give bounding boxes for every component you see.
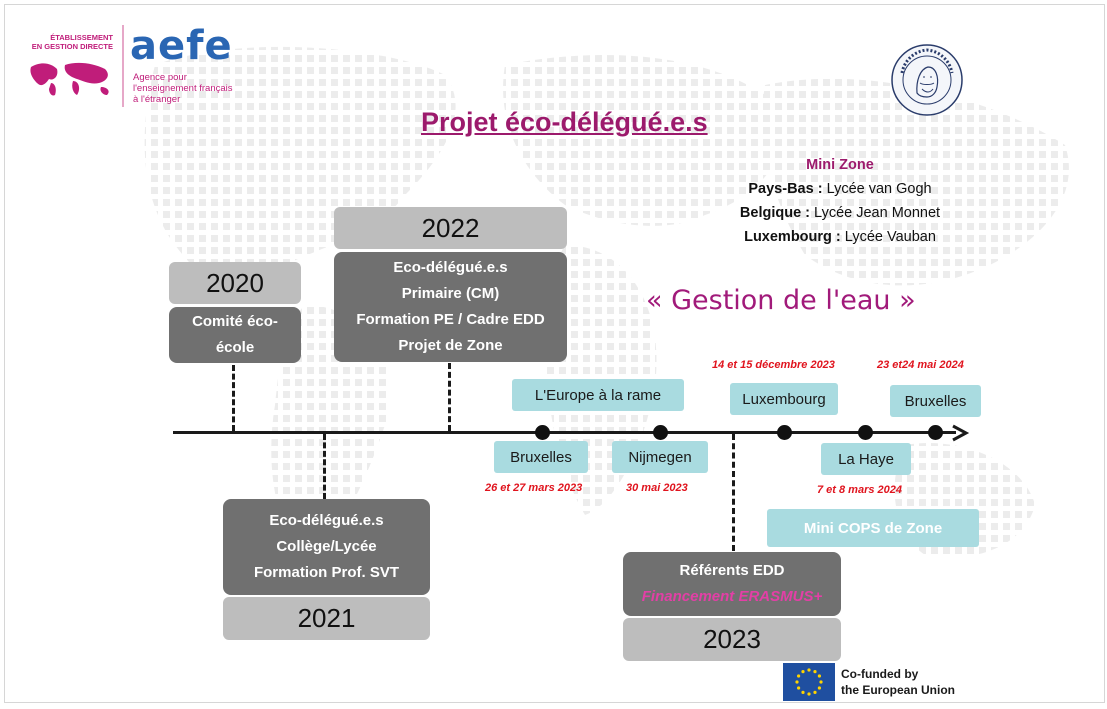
europe-a-la-rame-label: L'Europe à la rame [512, 379, 684, 411]
date-nijmegen: 30 mai 2023 [626, 482, 688, 494]
event-luxembourg: Luxembourg [730, 383, 838, 415]
timeline-axis [173, 431, 956, 434]
mini-zone-block: Mini Zone Pays-Bas : Lycée van Gogh Belg… [710, 153, 970, 249]
connector-2020 [232, 365, 235, 431]
connector-2023 [732, 434, 735, 551]
year-2020: 2020 [169, 262, 301, 304]
etab-line-2: EN GESTION DIRECTE [31, 42, 113, 51]
slide: ÉTABLISSEMENT EN GESTION DIRECTE aefe Ag… [4, 4, 1105, 703]
milestone-2022-line-1: Eco-délégué.e.s [393, 259, 508, 276]
event-la-haye: La Haye [821, 443, 911, 475]
dot-bruxelles-2023 [535, 425, 550, 440]
aefe-sub-line-3: à l'étranger [133, 94, 181, 105]
date-luxembourg: 14 et 15 décembre 2023 [712, 359, 835, 371]
milestone-2023-line-2: Financement ERASMUS+ [641, 588, 823, 605]
connector-2022 [448, 363, 451, 431]
milestone-2021: Eco-délégué.e.s Collège/Lycée Formation … [223, 499, 430, 595]
aefe-subtitle: Agence pour l'enseignement français à l'… [133, 72, 233, 105]
milestone-2023-line-1: Référents EDD [679, 562, 785, 579]
dot-la-haye [858, 425, 873, 440]
milestone-2023: Référents EDD Financement ERASMUS+ [623, 552, 841, 616]
dot-nijmegen [653, 425, 668, 440]
date-bruxelles-2023: 26 et 27 mars 2023 [485, 482, 583, 494]
dot-bruxelles-2024 [928, 425, 943, 440]
milestone-2022: Eco-délégué.e.s Primaire (CM) Formation … [334, 252, 567, 362]
mini-zone-line-1: Pays-Bas : Lycée van Gogh [748, 181, 932, 197]
mini-zone-heading: Mini Zone [806, 157, 874, 173]
milestone-2022-line-4: Projet de Zone [398, 337, 503, 354]
world-map-logo-icon [30, 62, 109, 96]
eu-flag-icon [783, 663, 835, 701]
date-bruxelles-2024: 23 et24 mai 2024 [877, 359, 964, 371]
eu-line-2: the European Union [841, 683, 955, 697]
etab-line-1: ÉTABLISSEMENT [50, 33, 113, 42]
milestone-2021-line-3: Formation Prof. SVT [253, 564, 399, 581]
eu-cofunded-text: Co-funded by the European Union [841, 666, 955, 698]
milestone-2021-line-2: Collège/Lycée [276, 538, 377, 555]
connector-2021 [323, 434, 326, 499]
year-2022: 2022 [334, 207, 567, 249]
milestone-2020-line-2: école [215, 339, 255, 356]
milestone-2022-line-3: Formation PE / Cadre EDD [356, 311, 545, 328]
date-la-haye: 7 et 8 mars 2024 [817, 484, 903, 496]
aefe-logo: aefe [130, 23, 233, 69]
event-bruxelles-2023: Bruxelles [494, 441, 588, 473]
milestone-2020: Comité éco- école [169, 307, 301, 363]
event-nijmegen: Nijmegen [612, 441, 708, 473]
timeline-arrow-icon [952, 424, 970, 442]
theme-label: « Gestion de l'eau » [646, 285, 916, 316]
event-bruxelles-2024: Bruxelles [890, 385, 981, 417]
mini-zone-line-3: Luxembourg : Lycée Vauban [744, 229, 936, 245]
aefe-sub-line-1: Agence pour [133, 72, 187, 83]
etablissement-label: ÉTABLISSEMENT EN GESTION DIRECTE [13, 33, 113, 51]
milestone-2022-line-2: Primaire (CM) [401, 285, 500, 302]
eu-line-1: Co-funded by [841, 667, 919, 681]
aefe-sub-line-2: l'enseignement français [133, 83, 233, 94]
year-2023: 2023 [623, 618, 841, 661]
dot-luxembourg [777, 425, 792, 440]
milestone-2021-line-1: Eco-délégué.e.s [269, 512, 384, 529]
logo-divider [122, 25, 124, 107]
page-title: Projet éco-délégué.e.s [421, 107, 708, 137]
mini-cops-label: Mini COPS de Zone [767, 509, 979, 547]
milestone-2020-line-1: Comité éco- [192, 313, 278, 330]
school-seal-icon [891, 44, 963, 116]
mini-zone-line-2: Belgique : Lycée Jean Monnet [739, 205, 941, 221]
year-2021: 2021 [223, 597, 430, 640]
